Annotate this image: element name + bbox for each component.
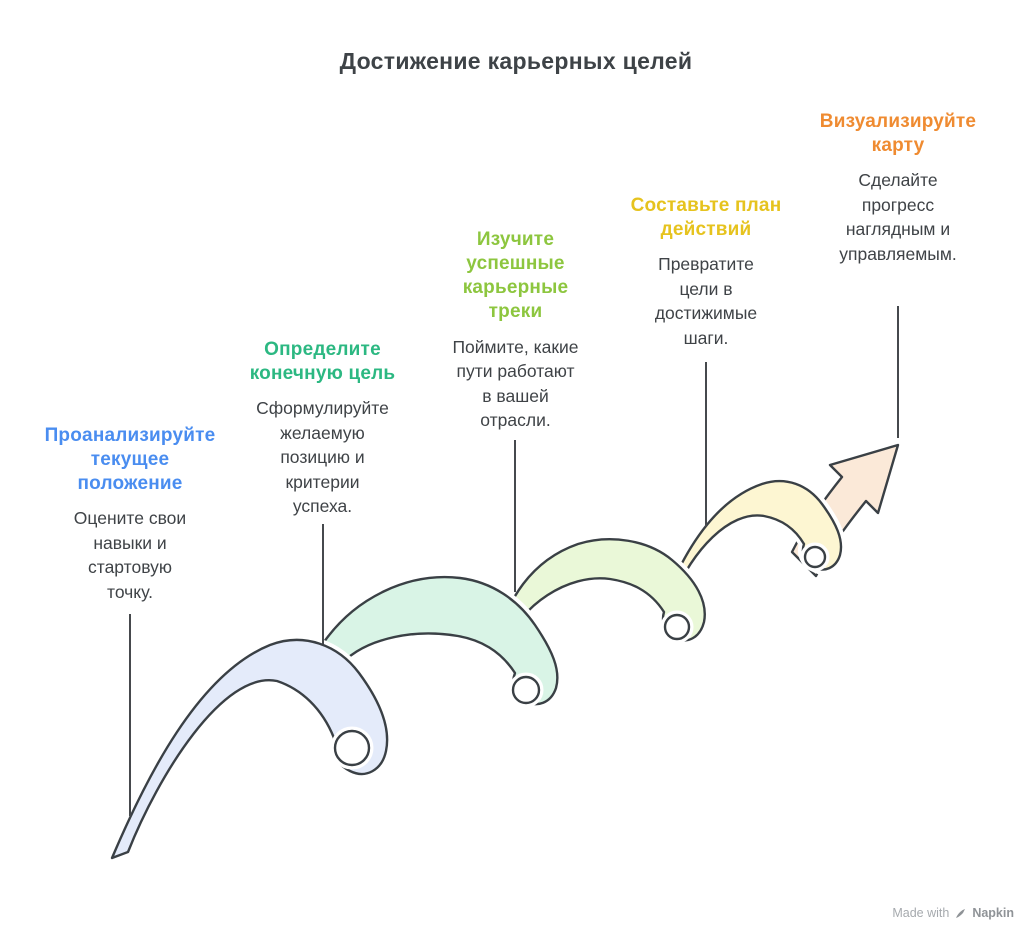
step-title-5: Визуализируйте карту bbox=[819, 111, 977, 157]
ribbon-shape-3 bbox=[494, 538, 706, 650]
ribbon-shape-4 bbox=[663, 479, 843, 602]
step-description-2: Сформулируйте желаемую позицию и критери… bbox=[256, 398, 389, 517]
ribbon-segment-3 bbox=[491, 534, 710, 653]
napkin-brand-link[interactable]: Napkin bbox=[972, 906, 1014, 920]
step-block-5: Визуализируйте карту Сделайте прогресс н… bbox=[798, 110, 998, 266]
step-title-4: Составьте план действий bbox=[630, 195, 782, 241]
made-with-label: Made with bbox=[892, 906, 950, 920]
step-block-1: Проанализируйте текущее положение Оценит… bbox=[28, 424, 232, 604]
step-title-3: Изучите успешные карьерные треки bbox=[462, 229, 569, 323]
step-title-1: Проанализируйте текущее положение bbox=[44, 425, 216, 495]
made-with-credit: Made with Napkin bbox=[892, 906, 1014, 920]
ribbon-shape-2 bbox=[322, 575, 559, 706]
ribbon-segment-2 bbox=[319, 572, 563, 710]
ribbon-curl-3 bbox=[663, 613, 691, 641]
step-title-2: Определите конечную цель bbox=[249, 339, 396, 385]
ribbon-curl-2 bbox=[511, 675, 541, 705]
step-block-3: Изучите успешные карьерные треки Поймите… bbox=[428, 228, 603, 433]
step-description-5: Сделайте прогресс наглядным и управляемы… bbox=[839, 170, 957, 264]
step-description-3: Поймите, какие пути работают в вашей отр… bbox=[452, 336, 579, 431]
step-description-4: Превратите цели в достижимые шаги. bbox=[654, 254, 758, 348]
page-title: Достижение карьерных целей bbox=[339, 48, 693, 74]
ribbon-segment-1 bbox=[107, 634, 393, 863]
ribbon-shape-1 bbox=[110, 638, 389, 860]
step-block-2: Определите конечную цель Сформулируйте ж… bbox=[235, 338, 410, 519]
ribbon-curl-4 bbox=[803, 545, 827, 569]
step-description-1: Оцените свои навыки и стартовую точку. bbox=[73, 508, 187, 602]
step-block-4: Составьте план действий Превратите цели … bbox=[616, 194, 796, 350]
ribbon-segment-4 bbox=[660, 476, 846, 605]
ribbon-curl-1 bbox=[333, 729, 371, 767]
napkin-logo-icon bbox=[956, 908, 966, 918]
